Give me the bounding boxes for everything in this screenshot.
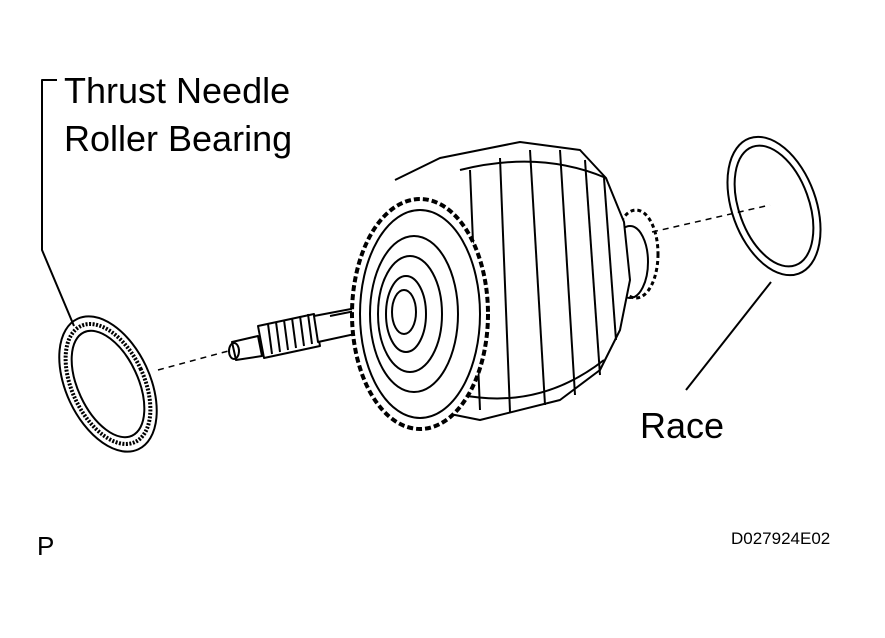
view-marker-label: P [37, 531, 55, 561]
race-leader-line [685, 281, 772, 391]
axis-dashed-right [651, 204, 771, 233]
figure-code-label: D027924E02 [731, 529, 831, 548]
race-label: Race [640, 405, 725, 446]
bearing-leader-line [41, 79, 75, 327]
bearing-label-line1: Thrust Needle [64, 70, 291, 111]
race-ring [726, 135, 822, 277]
axis-dashed-left [157, 349, 233, 371]
clutch-drum-assembly [350, 141, 660, 431]
bearing-label-line2: Roller Bearing [64, 118, 293, 159]
thrust-needle-roller-bearing [58, 315, 158, 453]
